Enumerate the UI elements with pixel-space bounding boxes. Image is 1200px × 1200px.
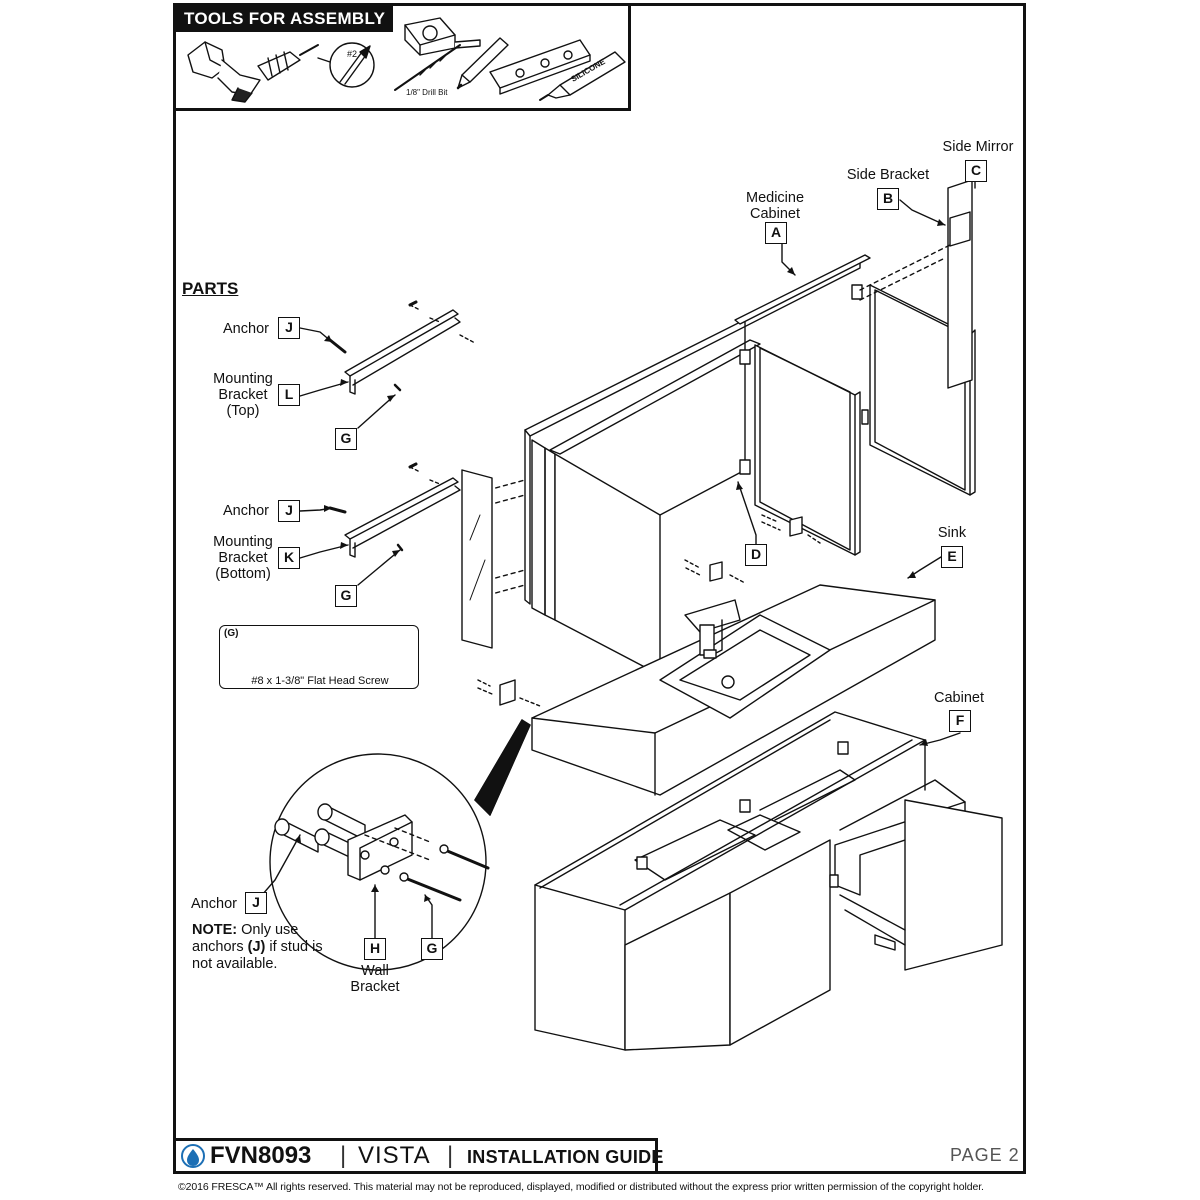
arrowheads [295,219,945,902]
parts-heading: PARTS [182,279,239,298]
wall-bracket-detail [269,719,531,971]
mounting-bracket-bottom-label: Mounting Bracket (Bottom) [213,534,273,582]
model-number: FVN8093 [210,1142,312,1169]
level-icon [489,39,591,95]
tag-j-top: J [278,317,300,339]
anchor-wall-label: Anchor [191,896,237,912]
tag-e: E [941,546,963,568]
silicone-tube-icon [539,51,626,101]
tag-b: B [877,188,899,210]
tag-j-wall: J [245,892,267,914]
drill-bit-icon [394,44,461,91]
tag-k: K [278,547,300,569]
screw-tag: (G) [224,628,239,639]
brand-logo-icon [181,1144,205,1168]
medicine-cabinet-label: Medicine Cabinet [745,190,805,222]
tag-f: F [949,710,971,732]
side-mirror-label: Side Mirror [942,139,1014,155]
note-ref: (J) [247,939,266,955]
tag-a: A [765,222,787,244]
page-number: PAGE 2 [950,1145,1020,1165]
mounting-bracket-top-label: Mounting Bracket (Top) [213,371,273,419]
copyright-notice: ©2016 FRESCA™ All rights reserved. This … [178,1181,984,1193]
side-bracket-label: Side Bracket [846,167,930,183]
tape-measure-icon [404,17,481,56]
anchor-bottom-label: Anchor [223,503,269,519]
tag-g-wall: G [421,938,443,960]
series-name: VISTA [358,1142,431,1169]
note-prefix: NOTE: [192,922,238,938]
screw-detail-box: (G) #8 x 1-3/8" Flat Head Screw [219,625,419,689]
mounting-bracket-top-drawing [344,300,476,395]
tag-g-top: G [335,428,357,450]
left-side-mirror-drawing [461,469,493,649]
tag-l: L [278,384,300,406]
installation-note: NOTE: Only use anchors (J) if stud is no… [192,922,332,973]
guide-title: INSTALLATION GUIDE [467,1147,664,1167]
mounting-bracket-bottom-drawing [344,462,461,558]
footer-separator: | [447,1142,454,1169]
sink-drawing [477,514,936,796]
medicine-cabinet-drawing [487,179,976,676]
tag-d: D [745,544,767,566]
screw-caption: #8 x 1-3/8" Flat Head Screw [251,675,389,687]
drill-icon [187,41,319,103]
tag-c: C [965,160,987,182]
note-text-1: Only use anchors [192,922,299,955]
bit-callout-icon [317,42,375,88]
vanity-cabinet-drawing [534,711,1003,1051]
tag-h: H [364,938,386,960]
bit-label: #2 [347,49,357,59]
tag-j-bottom: J [278,500,300,522]
anchor-bottom-drawing [328,506,347,514]
sink-label: Sink [937,525,967,541]
tools-title: TOOLS FOR ASSEMBLY [176,6,394,32]
footer-separator: | [340,1142,347,1169]
footer-title-bar [173,1138,658,1174]
pencil-icon [456,37,509,90]
anchor-top-label: Anchor [223,321,269,337]
note-text-2: if stud is not available. [192,939,323,972]
wall-bracket-label: Wall Bracket [350,963,400,995]
drill-bit-label: 1/8" Drill Bit [406,88,448,97]
tag-g-bottom: G [335,585,357,607]
cabinet-label: Cabinet [934,690,984,706]
